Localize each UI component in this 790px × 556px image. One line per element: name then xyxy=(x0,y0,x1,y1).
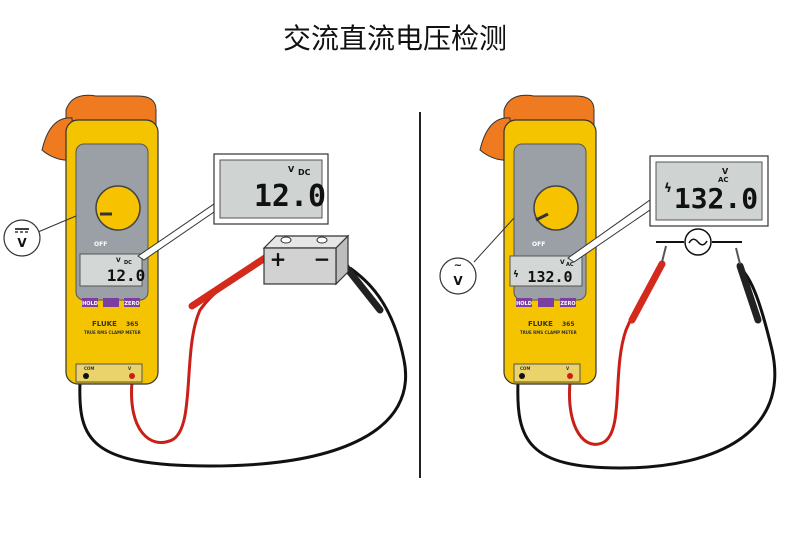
ac-hold-label: HOLD xyxy=(516,301,532,307)
ac-mode-callout: ~ V xyxy=(439,217,515,295)
dc-panel: + − OFF V DC 12.0 HOLD ZERO FLUKE 365 TR… xyxy=(3,94,408,468)
dc-zero-label: ZERO xyxy=(124,301,139,307)
dc-zoom-mode: DC xyxy=(298,168,311,177)
dc-battery: + − xyxy=(262,234,350,286)
ac-zoom-display: ϟ V AC 132.0 xyxy=(567,155,769,263)
dc-v-jack[interactable] xyxy=(129,373,135,379)
ac-mode-tilde: ~ xyxy=(454,260,462,271)
ac-range-button[interactable] xyxy=(538,298,554,307)
dc-meter: OFF V DC 12.0 HOLD ZERO FLUKE 365 TRUE R… xyxy=(41,94,159,385)
dc-mode-callout: V xyxy=(3,215,77,257)
dc-mode-symbol: V xyxy=(17,236,27,250)
ac-zero-button[interactable] xyxy=(560,298,576,307)
dc-hold-button[interactable] xyxy=(82,298,98,307)
ac-dial-off: OFF xyxy=(532,241,545,248)
ac-red-probe xyxy=(628,260,666,324)
dc-zero-button[interactable] xyxy=(124,298,140,307)
ac-jack-v: V xyxy=(566,366,570,371)
ac-caption: TRUE RMS CLAMP METER xyxy=(520,330,577,335)
ac-red-probe-tip xyxy=(661,245,667,263)
ac-meter-reading: 132.0 xyxy=(527,268,572,286)
dc-brand: FLUKE xyxy=(92,320,117,328)
dc-jack-com: COM xyxy=(84,366,94,371)
ac-meter-warning: ϟ xyxy=(513,270,519,280)
ac-zero-label: ZERO xyxy=(560,301,575,307)
dc-range-button[interactable] xyxy=(103,298,119,307)
ac-panel: OFF ϟ V AC 132.0 HOLD ZERO FLUKE 365 TRU… xyxy=(439,94,777,470)
dc-meter-reading: 12.0 xyxy=(107,266,146,285)
ac-zoom-warning: ϟ xyxy=(664,181,672,195)
dc-black-lead xyxy=(78,266,408,468)
dc-dial-off: OFF xyxy=(94,241,107,248)
dc-model: 365 xyxy=(126,321,139,328)
dc-zoom-unit: V xyxy=(288,165,295,174)
dc-zoom-reading: 12.0 xyxy=(254,179,326,214)
ac-jack-com: COM xyxy=(520,366,530,371)
battery-plus-label: + xyxy=(270,247,287,271)
dc-jack-v: V xyxy=(128,366,132,371)
ac-meter: OFF ϟ V AC 132.0 HOLD ZERO FLUKE 365 TRU… xyxy=(479,94,597,385)
ac-com-jack[interactable] xyxy=(519,373,525,379)
dc-zoom-display: V DC 12.0 xyxy=(137,153,329,261)
ac-meter-mode: AC xyxy=(566,262,574,268)
ac-v-jack[interactable] xyxy=(567,373,573,379)
dc-caption: TRUE RMS CLAMP METER xyxy=(84,330,141,335)
ac-model: 365 xyxy=(562,321,575,328)
ac-black-probe xyxy=(736,262,762,324)
ac-zoom-unit: V xyxy=(722,167,729,176)
page-title: 交流直流电压检测 xyxy=(283,22,507,55)
ac-zoom-mode: AC xyxy=(718,176,729,184)
ac-hold-button[interactable] xyxy=(516,298,532,307)
dc-com-jack[interactable] xyxy=(83,373,89,379)
dc-meter-mode: DC xyxy=(124,260,132,266)
dc-hold-label: HOLD xyxy=(82,301,98,307)
ac-source-wave-icon xyxy=(688,238,708,246)
ac-zoom-reading: 132.0 xyxy=(674,182,758,215)
dc-red-probe xyxy=(188,252,272,310)
ac-black-probe-tip xyxy=(735,247,741,265)
ac-brand: FLUKE xyxy=(528,320,553,328)
ac-meter-unit: V xyxy=(560,259,565,266)
ac-mode-symbol: V xyxy=(453,274,463,288)
battery-minus-label: − xyxy=(314,247,331,271)
dc-meter-unit: V xyxy=(116,257,121,264)
ac-black-lead xyxy=(516,271,777,470)
